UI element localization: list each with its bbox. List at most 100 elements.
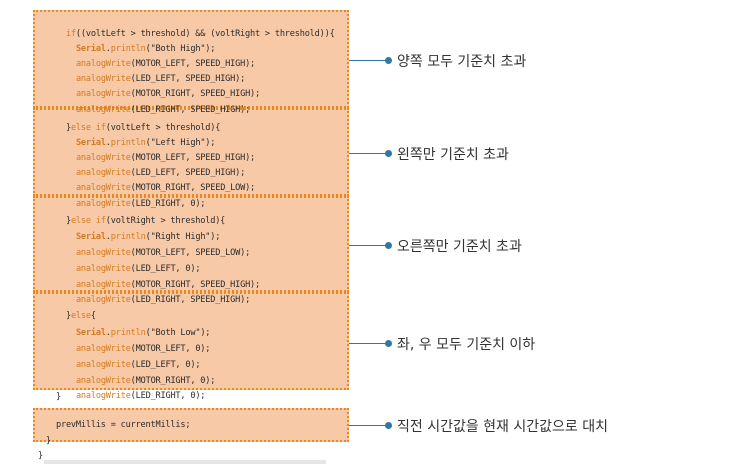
code-line: Serial.println("Right High"); — [66, 215, 220, 245]
code-line: analogWrite(LED_RIGHT, 0); — [66, 182, 206, 212]
code-line: }else if(voltLeft > threshold){ — [56, 106, 220, 136]
code-block-left-high — [33, 108, 349, 196]
code-line: analogWrite(MOTOR_LEFT, SPEED_LOW); — [66, 231, 250, 261]
code-token: analogWrite — [75, 376, 131, 386]
code-token: Serial — [75, 138, 106, 148]
divider — [44, 460, 326, 464]
code-token: ("Both High"); — [145, 44, 216, 54]
code-line: analogWrite(LED_RIGHT, SPEED_HIGH); — [66, 278, 250, 308]
code-token: (MOTOR_LEFT, SPEED_LOW); — [130, 248, 251, 258]
code-token: analogWrite — [75, 183, 131, 193]
code-token: analogWrite — [75, 344, 131, 354]
code-line: prevMillis = currentMillis; — [56, 420, 191, 430]
code-token: analogWrite — [75, 153, 131, 163]
code-line: analogWrite(LED_LEFT, SPEED_HIGH); — [66, 151, 245, 181]
code-line: analogWrite(LED_LEFT, 0); — [66, 343, 201, 373]
code-token: else — [70, 311, 91, 321]
code-token: ((voltLeft > threshold) && (voltRight > … — [75, 29, 335, 39]
code-token: (MOTOR_RIGHT, SPEED_HIGH); — [130, 280, 261, 290]
code-token: ("Left High"); — [145, 138, 216, 148]
connector-line — [349, 343, 387, 344]
code-token: analogWrite — [75, 105, 131, 115]
code-token: (MOTOR_RIGHT, SPEED_LOW); — [130, 183, 256, 193]
code-token: analogWrite — [75, 168, 131, 178]
code-line: analogWrite(MOTOR_RIGHT, SPEED_LOW); — [66, 166, 255, 196]
code-token: (MOTOR_LEFT, SPEED_HIGH); — [130, 59, 256, 69]
code-block-prev-millis — [33, 408, 349, 442]
code-token: } — [65, 123, 71, 133]
code-line: }else if(voltRight > threshold){ — [56, 199, 225, 229]
code-line: analogWrite(MOTOR_RIGHT, 0); — [66, 359, 215, 389]
code-token: ("Right High"); — [145, 232, 221, 242]
code-token: analogWrite — [75, 248, 131, 258]
code-token: } — [65, 216, 71, 226]
code-token: Serial — [75, 328, 106, 338]
code-token: (LED_RIGHT, SPEED_HIGH); — [130, 295, 251, 305]
code-token: else if — [70, 123, 106, 133]
code-token: (MOTOR_LEFT, SPEED_HIGH); — [130, 153, 256, 163]
code-line: Serial.println("Left High"); — [66, 121, 215, 151]
code-token: (LED_LEFT, SPEED_HIGH); — [130, 74, 246, 84]
code-token: (LED_RIGHT, SPEED_HIGH); — [130, 105, 251, 115]
code-token: (LED_LEFT, SPEED_HIGH); — [130, 168, 246, 178]
annotation-left-high: 왼쪽만 기준치 초과 — [397, 147, 509, 163]
code-token: Serial — [75, 232, 106, 242]
code-line: analogWrite(LED_RIGHT, SPEED_HIGH); — [66, 88, 250, 118]
code-token: analogWrite — [75, 295, 131, 305]
connector-dot — [385, 150, 392, 157]
code-token: println — [110, 232, 146, 242]
code-token: . — [105, 328, 111, 338]
connector-dot — [385, 242, 392, 249]
connector-dot — [385, 57, 392, 64]
code-token: (voltLeft > threshold){ — [105, 123, 221, 133]
code-line: } — [38, 451, 43, 461]
code-line: analogWrite(LED_LEFT, 0); — [66, 247, 201, 277]
code-token: (MOTOR_RIGHT, SPEED_HIGH); — [130, 89, 261, 99]
code-token: . — [105, 44, 111, 54]
annotation-right-high: 오른쪽만 기준치 초과 — [397, 239, 522, 255]
code-token: (LED_LEFT, 0); — [130, 264, 201, 274]
code-token: } — [65, 311, 71, 321]
code-token: else if — [70, 216, 106, 226]
connector-line — [349, 245, 387, 246]
code-block-both-high — [33, 10, 349, 108]
annotation-both-high: 양쪽 모두 기준치 초과 — [397, 54, 527, 70]
code-line: Serial.println("Both Low"); — [66, 311, 211, 341]
connector-line — [349, 153, 387, 154]
connector-line — [349, 425, 387, 426]
code-token: analogWrite — [75, 59, 131, 69]
code-line: analogWrite(LED_RIGHT, 0); — [66, 374, 206, 404]
connector-dot — [385, 340, 392, 347]
code-token: analogWrite — [75, 280, 131, 290]
code-line: analogWrite(MOTOR_RIGHT, SPEED_HIGH); — [66, 263, 260, 293]
code-token: analogWrite — [75, 360, 131, 370]
code-line: analogWrite(MOTOR_LEFT, 0); — [66, 327, 211, 357]
code-token: (MOTOR_RIGHT, 0); — [130, 376, 216, 386]
code-line: Serial.println("Both High"); — [66, 27, 215, 57]
code-line: }else{ — [56, 294, 96, 324]
code-token: println — [110, 44, 146, 54]
code-token: analogWrite — [75, 74, 131, 84]
code-token: ("Both Low"); — [145, 328, 211, 338]
connector-dot — [385, 422, 392, 429]
code-token: if — [65, 29, 76, 39]
code-token: println — [110, 328, 146, 338]
code-token: analogWrite — [75, 264, 131, 274]
code-line: } — [46, 436, 51, 446]
code-line: if((voltLeft > threshold) && (voltRight … — [56, 12, 335, 42]
code-token: Serial — [75, 44, 106, 54]
code-line: analogWrite (MOTOR_RIGHT, SPEED_HIGH); — [66, 72, 260, 102]
code-token: . — [105, 232, 111, 242]
connector-line — [349, 60, 387, 61]
code-token: println — [110, 138, 146, 148]
code-token: analogWrite — [75, 199, 131, 209]
code-token: (voltRight > threshold){ — [105, 216, 226, 226]
code-token: (LED_RIGHT, 0); — [130, 391, 206, 401]
code-token: analogWrite — [75, 391, 131, 401]
code-token: (MOTOR_LEFT, 0); — [130, 344, 211, 354]
code-line: } — [56, 392, 61, 402]
code-line: analogWrite(MOTOR_LEFT, SPEED_HIGH); — [66, 136, 255, 166]
annotation-prev-millis: 직전 시간값을 현재 시간값으로 대치 — [397, 419, 608, 435]
code-token: . — [105, 138, 111, 148]
code-token: (LED_RIGHT, 0); — [130, 199, 206, 209]
